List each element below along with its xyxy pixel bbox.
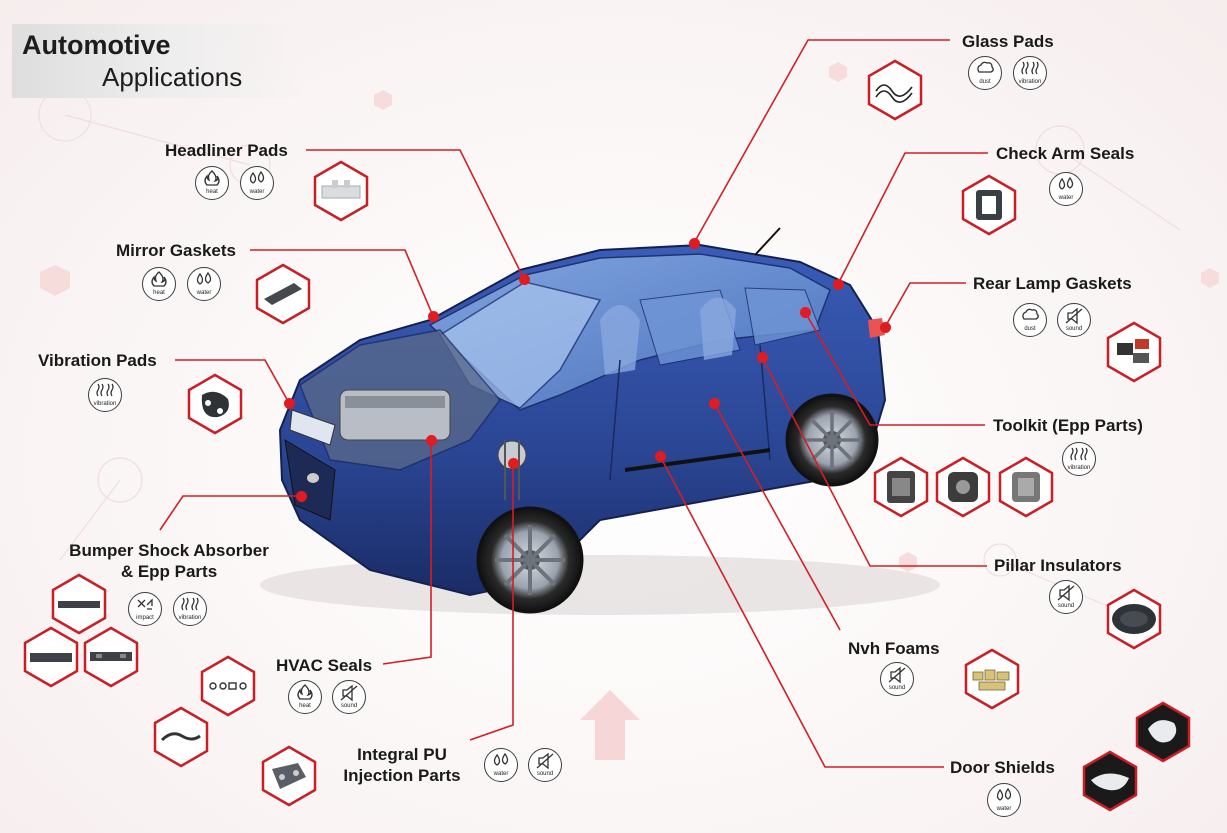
dust-icon: dust <box>1013 303 1047 337</box>
label-bumper: Bumper Shock Absorber & Epp Parts <box>60 540 278 582</box>
toolkit-thumbnail-1 <box>873 456 929 518</box>
caption-heat: heat <box>153 290 165 296</box>
heat-icon: heat <box>288 680 322 714</box>
vibration-icon: vibration <box>88 378 122 412</box>
caption-vibration: vibration <box>1067 465 1091 471</box>
heat-icon: heat <box>142 267 176 301</box>
glass-pads-thumbnail <box>867 59 923 121</box>
page-subtitle: Applications <box>102 62 243 92</box>
sound-icon: sound <box>1049 580 1083 614</box>
bumper-thumbnail-2 <box>23 626 79 688</box>
label-integral-pu-line2: Injection Parts <box>343 766 461 785</box>
caption-sound: sound <box>888 685 906 691</box>
caption-water: water <box>493 771 509 777</box>
label-headliner-pads: Headliner Pads <box>165 141 288 160</box>
label-bumper-line1: Bumper Shock Absorber <box>69 541 269 560</box>
anchor-integral-pu <box>507 457 519 469</box>
anchor-rear-lamp-gaskets <box>879 321 891 333</box>
anchor-bumper <box>295 490 307 502</box>
anchor-check-arm-seals <box>832 278 844 290</box>
water-icon: water <box>987 783 1021 817</box>
anchor-nvh-foams <box>708 397 720 409</box>
label-integral-pu-line1: Integral PU <box>357 745 447 764</box>
caption-sound: sound <box>1057 603 1075 609</box>
label-check-arm-seals: Check Arm Seals <box>996 144 1135 163</box>
caption-heat: heat <box>299 703 311 709</box>
label-integral-pu: Integral PU Injection Parts <box>334 744 470 786</box>
anchor-door-shields <box>654 450 666 462</box>
title-band <box>12 24 302 98</box>
caption-heat: heat <box>206 189 218 195</box>
door-shields-thumbnail-1 <box>1135 701 1191 763</box>
caption-sound: sound <box>1065 326 1083 332</box>
label-bumper-line2: & Epp Parts <box>120 562 218 581</box>
sound-icon: sound <box>528 748 562 782</box>
page-title: Automotive <box>22 30 171 60</box>
label-mirror-gaskets: Mirror Gaskets <box>116 241 236 260</box>
hvac-seals-thumbnail-2 <box>153 706 209 768</box>
caption-water: water <box>249 189 265 195</box>
impact-icon: impact <box>128 592 162 626</box>
vibration-icon: vibration <box>173 592 207 626</box>
caption-dust: dust <box>1024 326 1036 332</box>
rear-lamp-gaskets-thumbnail <box>1106 321 1162 383</box>
dust-icon: dust <box>968 56 1002 90</box>
label-door-shields: Door Shields <box>950 758 1055 777</box>
integral-pu-thumbnail <box>261 745 317 807</box>
mirror-gaskets-thumbnail <box>255 263 311 325</box>
door-shields-thumbnail-2 <box>1082 750 1138 812</box>
caption-water: water <box>1058 195 1074 201</box>
sound-icon: sound <box>1057 303 1091 337</box>
nvh-foams-thumbnail <box>964 648 1020 710</box>
bumper-thumbnail-1 <box>51 573 107 635</box>
anchor-hvac-seals <box>425 434 437 446</box>
headliner-pads-thumbnail <box>313 160 369 222</box>
heat-icon: heat <box>195 166 229 200</box>
caption-dust: dust <box>979 79 991 85</box>
water-icon: water <box>1049 172 1083 206</box>
label-toolkit: Toolkit (Epp Parts) <box>993 416 1143 435</box>
check-arm-seals-thumbnail <box>961 174 1017 236</box>
water-icon: water <box>484 748 518 782</box>
water-icon: water <box>187 267 221 301</box>
anchor-pillar-insulators <box>756 351 768 363</box>
water-icon: water <box>240 166 274 200</box>
anchor-mirror-gaskets <box>427 310 439 322</box>
caption-vibration: vibration <box>1018 79 1042 85</box>
caption-water: water <box>196 290 212 296</box>
label-hvac-seals: HVAC Seals <box>276 656 373 675</box>
label-vibration-pads: Vibration Pads <box>38 351 157 370</box>
label-nvh-foams: Nvh Foams <box>848 639 940 658</box>
caption-impact: impact <box>136 615 154 621</box>
label-rear-lamp-gaskets: Rear Lamp Gaskets <box>973 274 1132 293</box>
anchor-glass-pads <box>688 237 700 249</box>
vibration-pads-thumbnail <box>187 373 243 435</box>
sound-icon: sound <box>332 680 366 714</box>
vibration-icon: vibration <box>1013 56 1047 90</box>
caption-sound: sound <box>536 771 554 777</box>
label-glass-pads: Glass Pads <box>962 32 1054 51</box>
caption-vibration: vibration <box>178 615 202 621</box>
caption-sound: sound <box>340 703 358 709</box>
anchor-headliner-pads <box>518 273 530 285</box>
label-pillar-insulators: Pillar Insulators <box>994 556 1122 575</box>
bumper-thumbnail-3 <box>83 626 139 688</box>
vibration-icon: vibration <box>1062 442 1096 476</box>
caption-vibration: vibration <box>93 401 117 407</box>
toolkit-thumbnail-2 <box>935 456 991 518</box>
caption-water: water <box>996 806 1012 812</box>
pillar-insulators-thumbnail <box>1106 588 1162 650</box>
anchor-vibration-pads <box>283 397 295 409</box>
toolkit-thumbnail-3 <box>998 456 1054 518</box>
hvac-seals-thumbnail-1 <box>200 655 256 717</box>
anchor-toolkit <box>799 306 811 318</box>
sound-icon: sound <box>880 662 914 696</box>
